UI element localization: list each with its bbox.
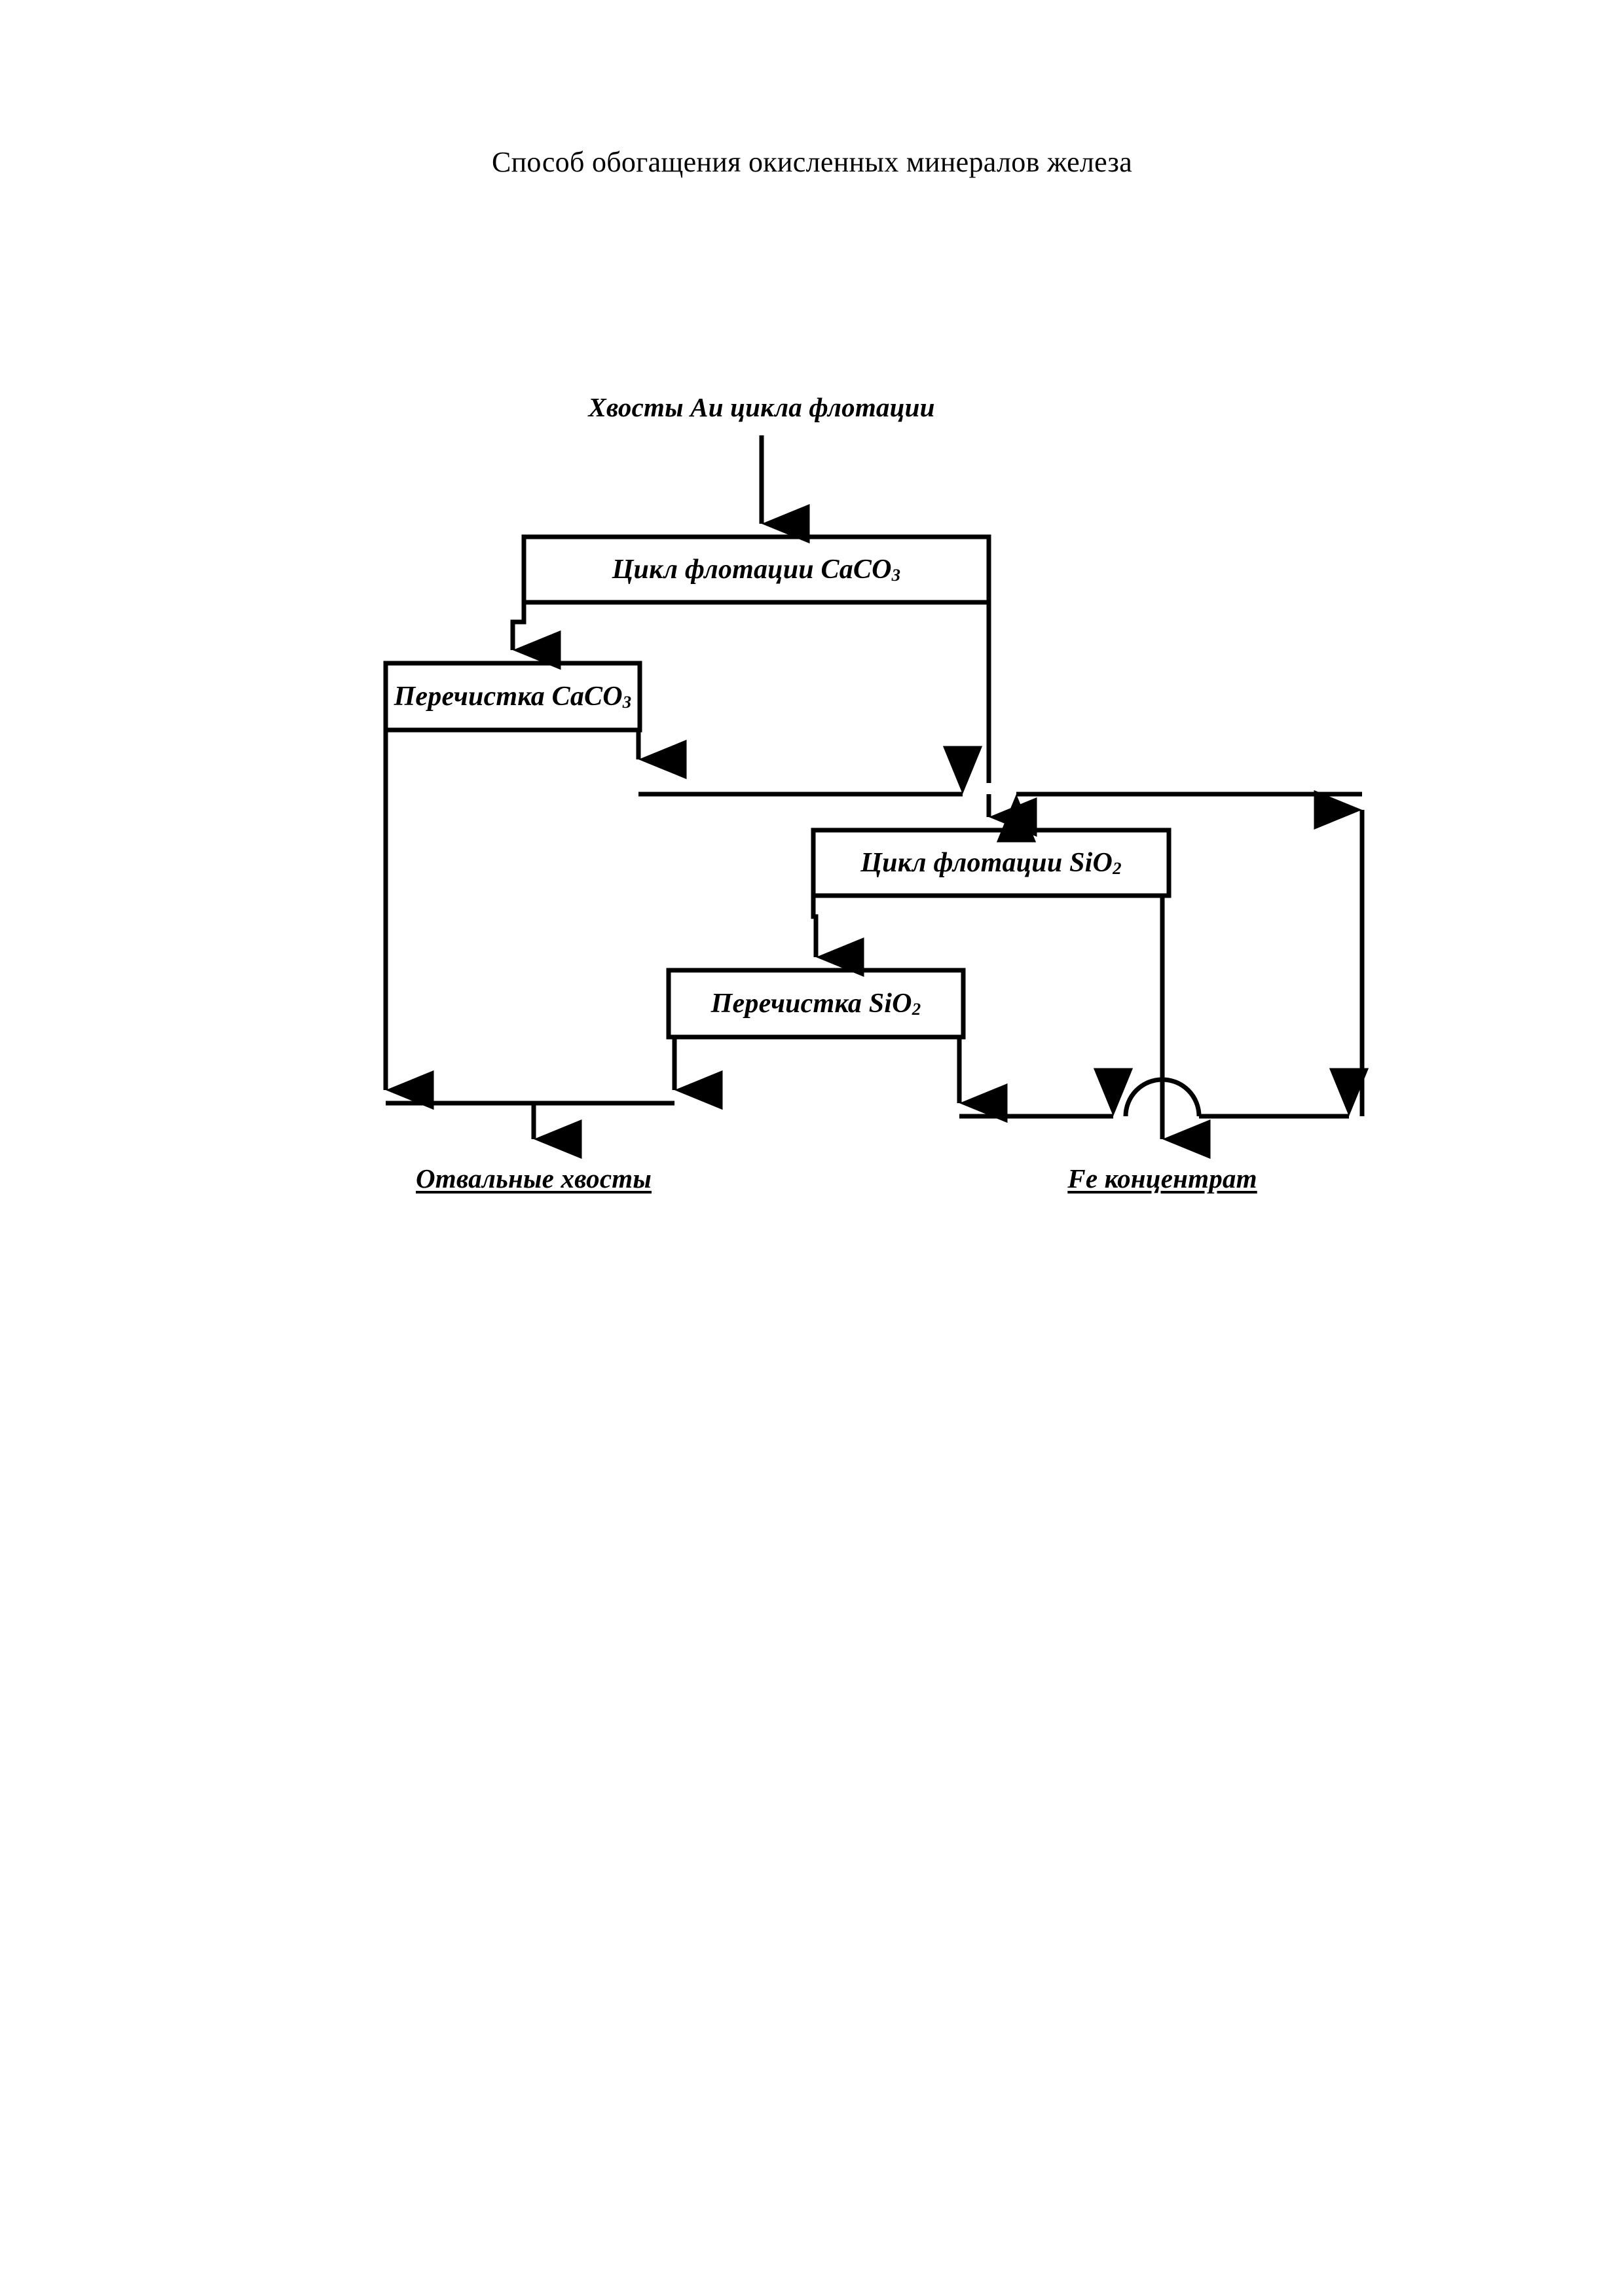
connector-flotation-sio2-to-cleaning-sio2: [811, 896, 864, 977]
page-title: Способ обогащения окисленных минералов ж…: [491, 146, 1133, 178]
stream-label-tailings-output: Отвальные хвосты: [416, 1163, 652, 1194]
node-flotation-caco3: [521, 534, 991, 605]
stream-label-feed: Хвосты Аи цикла флотации: [588, 392, 935, 422]
node-flotation-sio2: [811, 828, 1172, 898]
connector-flotation-caco3-to-cleaning-caco3: [510, 602, 561, 670]
node-cleaning-caco3: [383, 661, 642, 733]
node-cleaning-sio2: [666, 968, 966, 1040]
stream-label-fe-concentrate-output: Fe концентрат: [1067, 1163, 1257, 1194]
